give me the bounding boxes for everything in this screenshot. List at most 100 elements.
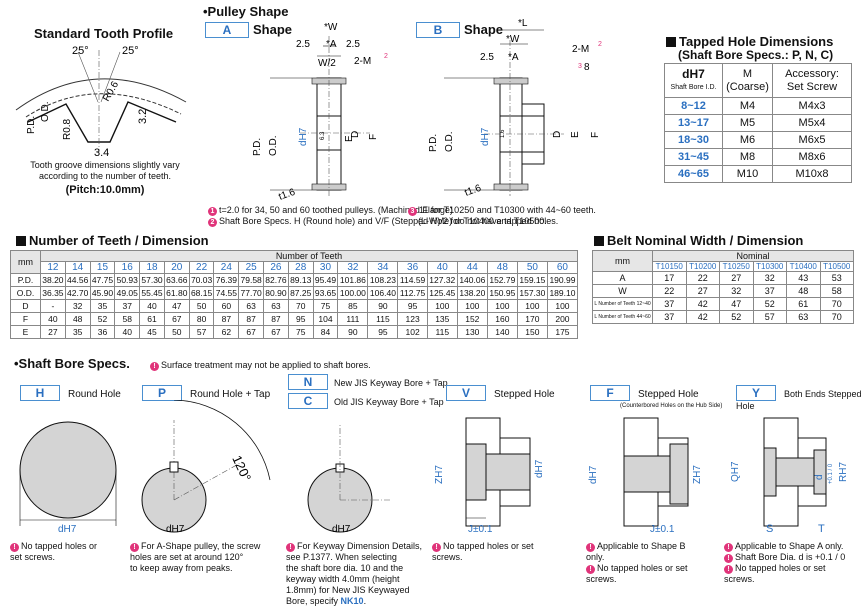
row-label: L Number of Teeth 12~40 bbox=[592, 297, 653, 311]
bore-p-dim: dH7 bbox=[166, 524, 185, 535]
b-dim-8: 8 bbox=[584, 62, 590, 73]
table-cell: 157.30 bbox=[516, 286, 548, 300]
dim-angle-left: 25° bbox=[72, 45, 89, 57]
tapped-hole-subtitle: (Shaft Bore Specs.: P, N, C) bbox=[678, 48, 834, 62]
belt-width-header: T10300 bbox=[752, 261, 787, 272]
belt-width-header: T10400 bbox=[786, 261, 821, 272]
table-cell: 102 bbox=[397, 325, 428, 339]
bore-c-period: . bbox=[363, 596, 367, 606]
teeth-table-mm: mm bbox=[10, 250, 41, 274]
bore-range: 46~65 bbox=[664, 165, 723, 183]
tap-size: M5 bbox=[722, 114, 773, 132]
bore-p-code: P bbox=[142, 385, 182, 401]
bore-f-note-4: screws. bbox=[586, 574, 617, 584]
table-cell: 115 bbox=[426, 325, 458, 339]
shape-b-code: B bbox=[416, 22, 460, 38]
table-cell: 67 bbox=[238, 325, 265, 339]
bore-y-note-1: Applicable to Shape A only. bbox=[735, 541, 844, 551]
teeth-count-header: 60 bbox=[546, 261, 579, 274]
table-cell: 77.70 bbox=[238, 286, 265, 300]
teeth-count-header: 18 bbox=[139, 261, 165, 274]
bore-surface-note: !Surface treatment may not be applied to… bbox=[150, 360, 371, 371]
table-cell: 70 bbox=[819, 297, 854, 311]
table-cell: 135 bbox=[426, 312, 458, 326]
warn-icon: ! bbox=[150, 362, 159, 371]
bore-p-note-1: For A-Shape pulley, the screw bbox=[141, 541, 261, 551]
bore-y-note-2: Shaft Bore Dia. d is +0.1 / 0 bbox=[735, 552, 846, 562]
bore-title: •Shaft Bore Specs. bbox=[14, 356, 130, 371]
set-screw: M4x3 bbox=[772, 97, 852, 115]
a-dim-t: t1.6 bbox=[277, 187, 297, 202]
th-col-screw-label: Accessory: bbox=[785, 67, 839, 80]
bore-range: 8~12 bbox=[664, 97, 723, 115]
table-cell: 52 bbox=[719, 310, 754, 324]
table-cell: 37 bbox=[752, 284, 787, 298]
dim-h32: 3.2 bbox=[137, 109, 149, 124]
tooth-profile-diagram: 25° 25° R0.6 O.D. P.D. R0.8 3.4 3.2 bbox=[15, 45, 187, 159]
warn-icon: ! bbox=[432, 543, 441, 552]
b-dim-w: *W bbox=[506, 34, 520, 45]
table-cell: 36 bbox=[89, 325, 116, 339]
bore-c-label: Old JIS Keyway Bore + Tap bbox=[334, 397, 444, 407]
th-col-m-sub: (Coarse) bbox=[726, 80, 769, 93]
warn-icon: ! bbox=[724, 565, 733, 574]
table-cell: 100 bbox=[546, 299, 579, 313]
table-cell: 95 bbox=[367, 325, 399, 339]
bore-c-note-4: keyway width 4.0mm (height bbox=[286, 574, 400, 584]
table-cell: - bbox=[40, 299, 66, 313]
a-dim-m: 2-M bbox=[354, 56, 371, 67]
a-dim-ra: 6.3 bbox=[320, 131, 326, 140]
bore-c-note-5: 1.8mm) for New JIS Keywayed bbox=[286, 585, 410, 595]
a-dim-f: F bbox=[368, 134, 379, 140]
table-cell: 152 bbox=[456, 312, 488, 326]
table-cell: 22 bbox=[652, 284, 687, 298]
table-cell: 22 bbox=[685, 271, 720, 285]
bore-y-note-4: screws. bbox=[724, 574, 755, 584]
a-dim-d: D bbox=[350, 131, 361, 138]
dim-r08: R0.8 bbox=[62, 118, 73, 140]
bore-y-d: d bbox=[814, 474, 825, 480]
th-col-dh-label: dH7 bbox=[682, 66, 705, 81]
table-cell: 70.03 bbox=[188, 273, 215, 287]
warn-icon: ! bbox=[586, 543, 595, 552]
a-dim-25b: 2.5 bbox=[346, 39, 360, 50]
table-cell: 27 bbox=[685, 284, 720, 298]
table-cell: 111 bbox=[337, 312, 369, 326]
table-cell: 123 bbox=[397, 312, 428, 326]
tapped-hole-title-text: Tapped Hole Dimensions bbox=[679, 34, 834, 49]
table-cell: 61 bbox=[139, 312, 165, 326]
b-dim-sup3: 3 bbox=[578, 63, 582, 70]
warn-icon: ! bbox=[286, 543, 295, 552]
tap-size: M6 bbox=[722, 131, 773, 149]
table-cell: 27 bbox=[40, 325, 66, 339]
table-cell: 52 bbox=[752, 297, 787, 311]
bore-n-label: New JIS Keyway Bore + Tap bbox=[334, 378, 448, 388]
table-cell: 170 bbox=[516, 312, 548, 326]
bore-y-diagram: QH7 d +0.1 / 0 RH7 S T bbox=[730, 417, 849, 535]
belt-width-header: T10500 bbox=[819, 261, 854, 272]
bore-f-sub: (Counterbored Holes on the Hub Side) bbox=[620, 403, 723, 409]
table-cell: 49.05 bbox=[114, 286, 141, 300]
table-cell: 159.15 bbox=[516, 273, 548, 287]
table-cell: 87 bbox=[263, 312, 289, 326]
bore-f-code: F bbox=[590, 385, 630, 401]
square-bullet-icon bbox=[666, 37, 676, 47]
a-dim-25a: 2.5 bbox=[296, 39, 310, 50]
table-cell: 17 bbox=[652, 271, 687, 285]
row-label: W bbox=[592, 284, 653, 298]
th-col-m: M(Coarse) bbox=[722, 63, 773, 98]
b-dim-l: *L bbox=[518, 18, 528, 29]
table-cell: 115 bbox=[367, 312, 399, 326]
bore-c-ref: NK10 bbox=[340, 596, 364, 606]
a-dim-w2: W/2 bbox=[318, 58, 336, 69]
bore-y-q: QH7 bbox=[730, 461, 741, 482]
tooth-profile-pitch: (Pitch:10.0mm) bbox=[65, 184, 145, 196]
